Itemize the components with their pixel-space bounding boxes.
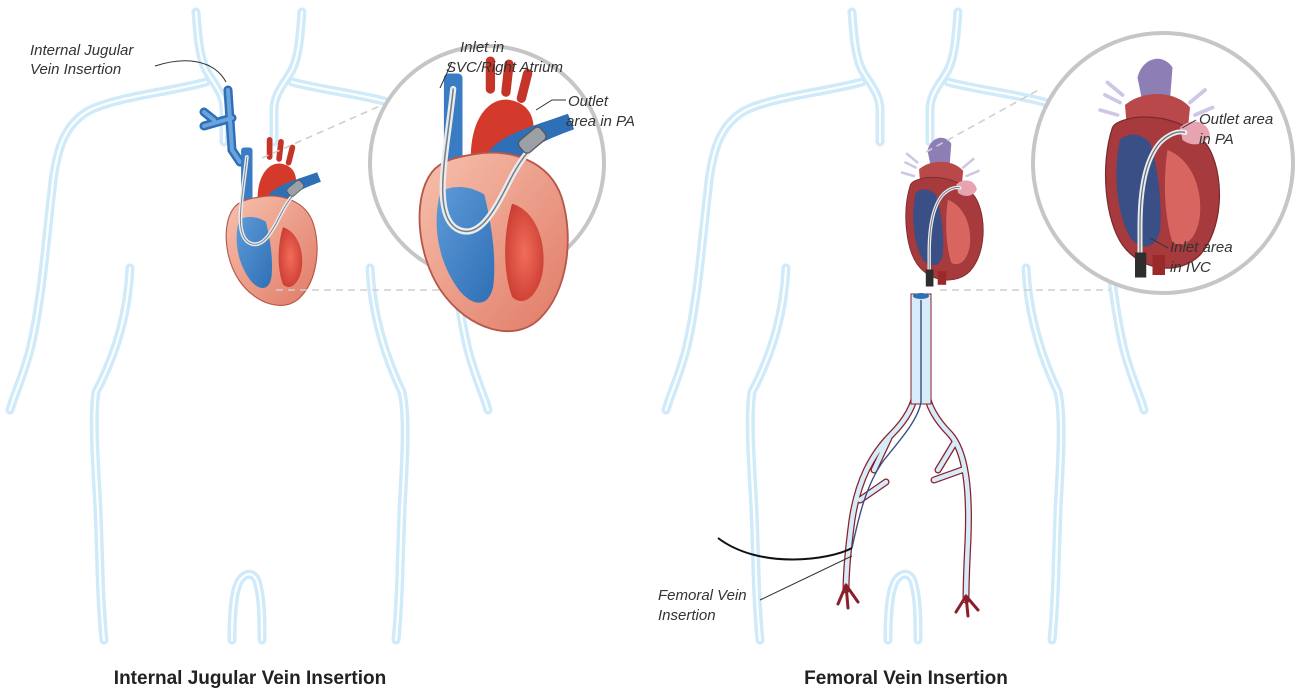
panel-internal-jugular: Internal Jugular Vein Insertion Inlet in… (10, 12, 635, 689)
heart-small-right (902, 138, 983, 287)
femoral-leader-line (760, 556, 852, 600)
label-femoral-vein: Femoral Vein Insertion (658, 587, 751, 624)
panel-femoral: Outlet area in PA Inlet area in IVC Femo… (658, 12, 1293, 689)
caption-internal-jugular: Internal Jugular Vein Insertion (114, 668, 386, 689)
label-internal-jugular: Internal Jugular Vein Insertion (30, 42, 138, 78)
caption-femoral: Femoral Vein Insertion (804, 668, 1008, 689)
